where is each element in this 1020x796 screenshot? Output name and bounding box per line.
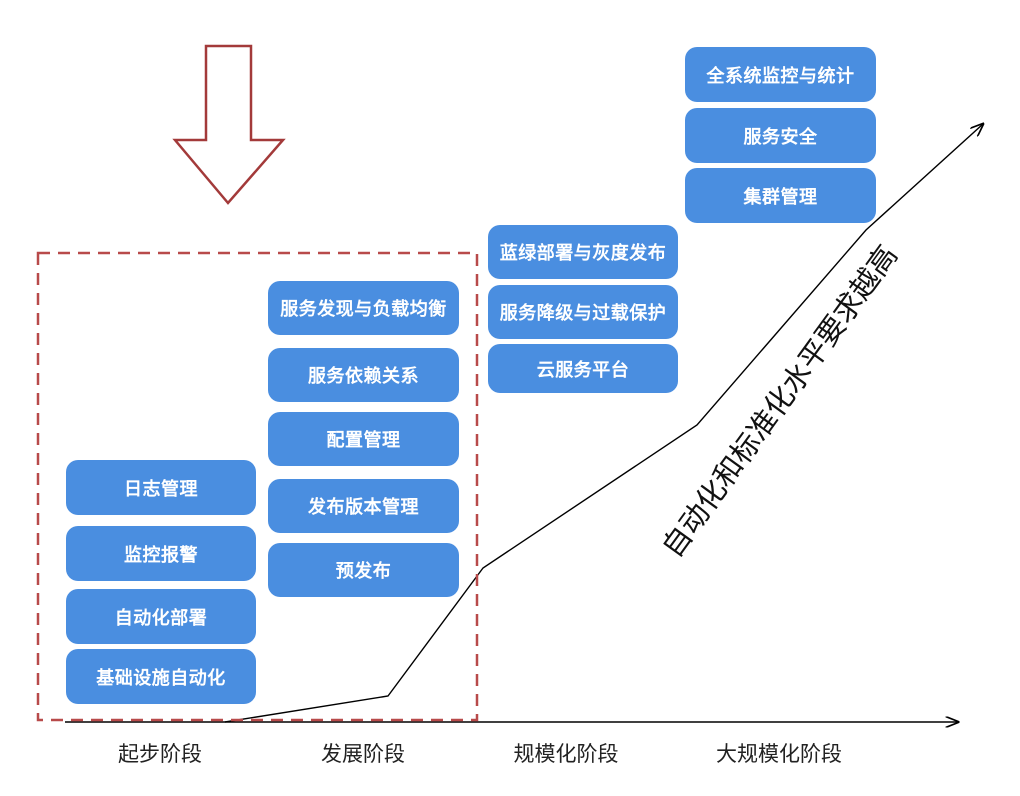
dev-item-dependency: 服务依赖关系: [268, 348, 459, 402]
scale-item-bluegreen: 蓝绿部署与灰度发布: [488, 225, 678, 279]
dev-item-prerelease: 预发布: [268, 543, 459, 597]
start-item-monitor: 监控报警: [66, 526, 256, 581]
start-item-log: 日志管理: [66, 460, 256, 515]
stage-label-start: 起步阶段: [118, 742, 202, 766]
down-arrow-outline-icon: [172, 44, 286, 205]
large-item-security: 服务安全: [685, 108, 876, 163]
focus-frame: [36, 251, 479, 722]
start-item-infra: 基础设施自动化: [66, 649, 256, 704]
dev-item-release: 发布版本管理: [268, 479, 459, 533]
dev-item-config: 配置管理: [268, 412, 459, 466]
dev-item-discovery: 服务发现与负载均衡: [268, 281, 459, 335]
scale-item-degrade: 服务降级与过载保护: [488, 285, 678, 339]
stage-label-large-scale: 大规模化阶段: [716, 742, 842, 766]
stage-label-scale: 规模化阶段: [513, 742, 619, 766]
large-item-cluster: 集群管理: [685, 168, 876, 223]
start-item-deploy: 自动化部署: [66, 589, 256, 644]
large-item-monitoring: 全系统监控与统计: [685, 47, 876, 102]
stage-label-development: 发展阶段: [321, 742, 405, 766]
scale-item-cloud: 云服务平台: [488, 344, 678, 393]
growth-curve: [224, 124, 983, 723]
